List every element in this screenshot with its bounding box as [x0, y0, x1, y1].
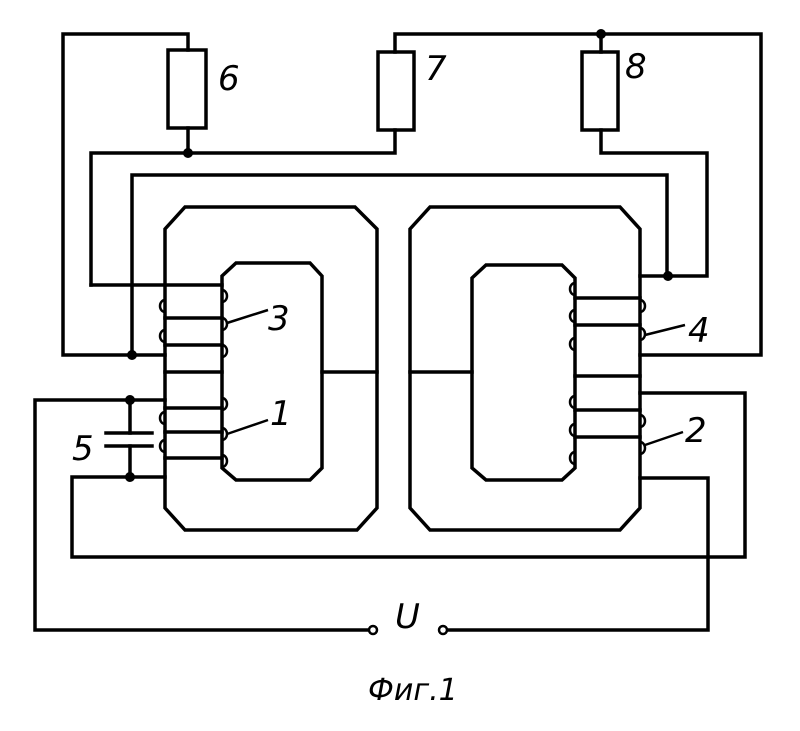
- label-1: 1: [270, 394, 292, 434]
- terminal-left: [367, 624, 379, 636]
- label-8: 8: [625, 47, 647, 87]
- winding-1: [158, 396, 229, 469]
- junction-dots: [125, 29, 673, 482]
- terminal-right: [437, 624, 449, 636]
- label-7: 7: [425, 49, 447, 89]
- right-core-outer: [408, 205, 642, 532]
- winding-2: [568, 394, 647, 466]
- left-core-window: [220, 261, 324, 482]
- wire: [61, 32, 190, 357]
- capacitor-5: [104, 431, 154, 448]
- label-4: 4: [688, 311, 710, 351]
- wire: [130, 173, 669, 357]
- wire: [393, 32, 763, 357]
- right-core-window: [470, 263, 577, 482]
- left-core-outer: [163, 205, 379, 532]
- voltage-label: U: [395, 597, 420, 637]
- wire: [70, 391, 747, 559]
- wire: [446, 476, 710, 632]
- winding-3: [158, 288, 229, 359]
- winding-4: [568, 281, 647, 352]
- load-7: [376, 50, 416, 132]
- label-3: 3: [268, 299, 290, 339]
- leader-lines: [226, 308, 686, 447]
- label-6: 6: [218, 59, 240, 99]
- load-6: [166, 48, 208, 130]
- wire: [33, 398, 370, 632]
- label-2: 2: [685, 411, 707, 451]
- figure-caption: Фиг.1: [368, 673, 458, 708]
- wire: [599, 128, 709, 278]
- load-8: [580, 50, 620, 132]
- label-5: 5: [72, 429, 94, 469]
